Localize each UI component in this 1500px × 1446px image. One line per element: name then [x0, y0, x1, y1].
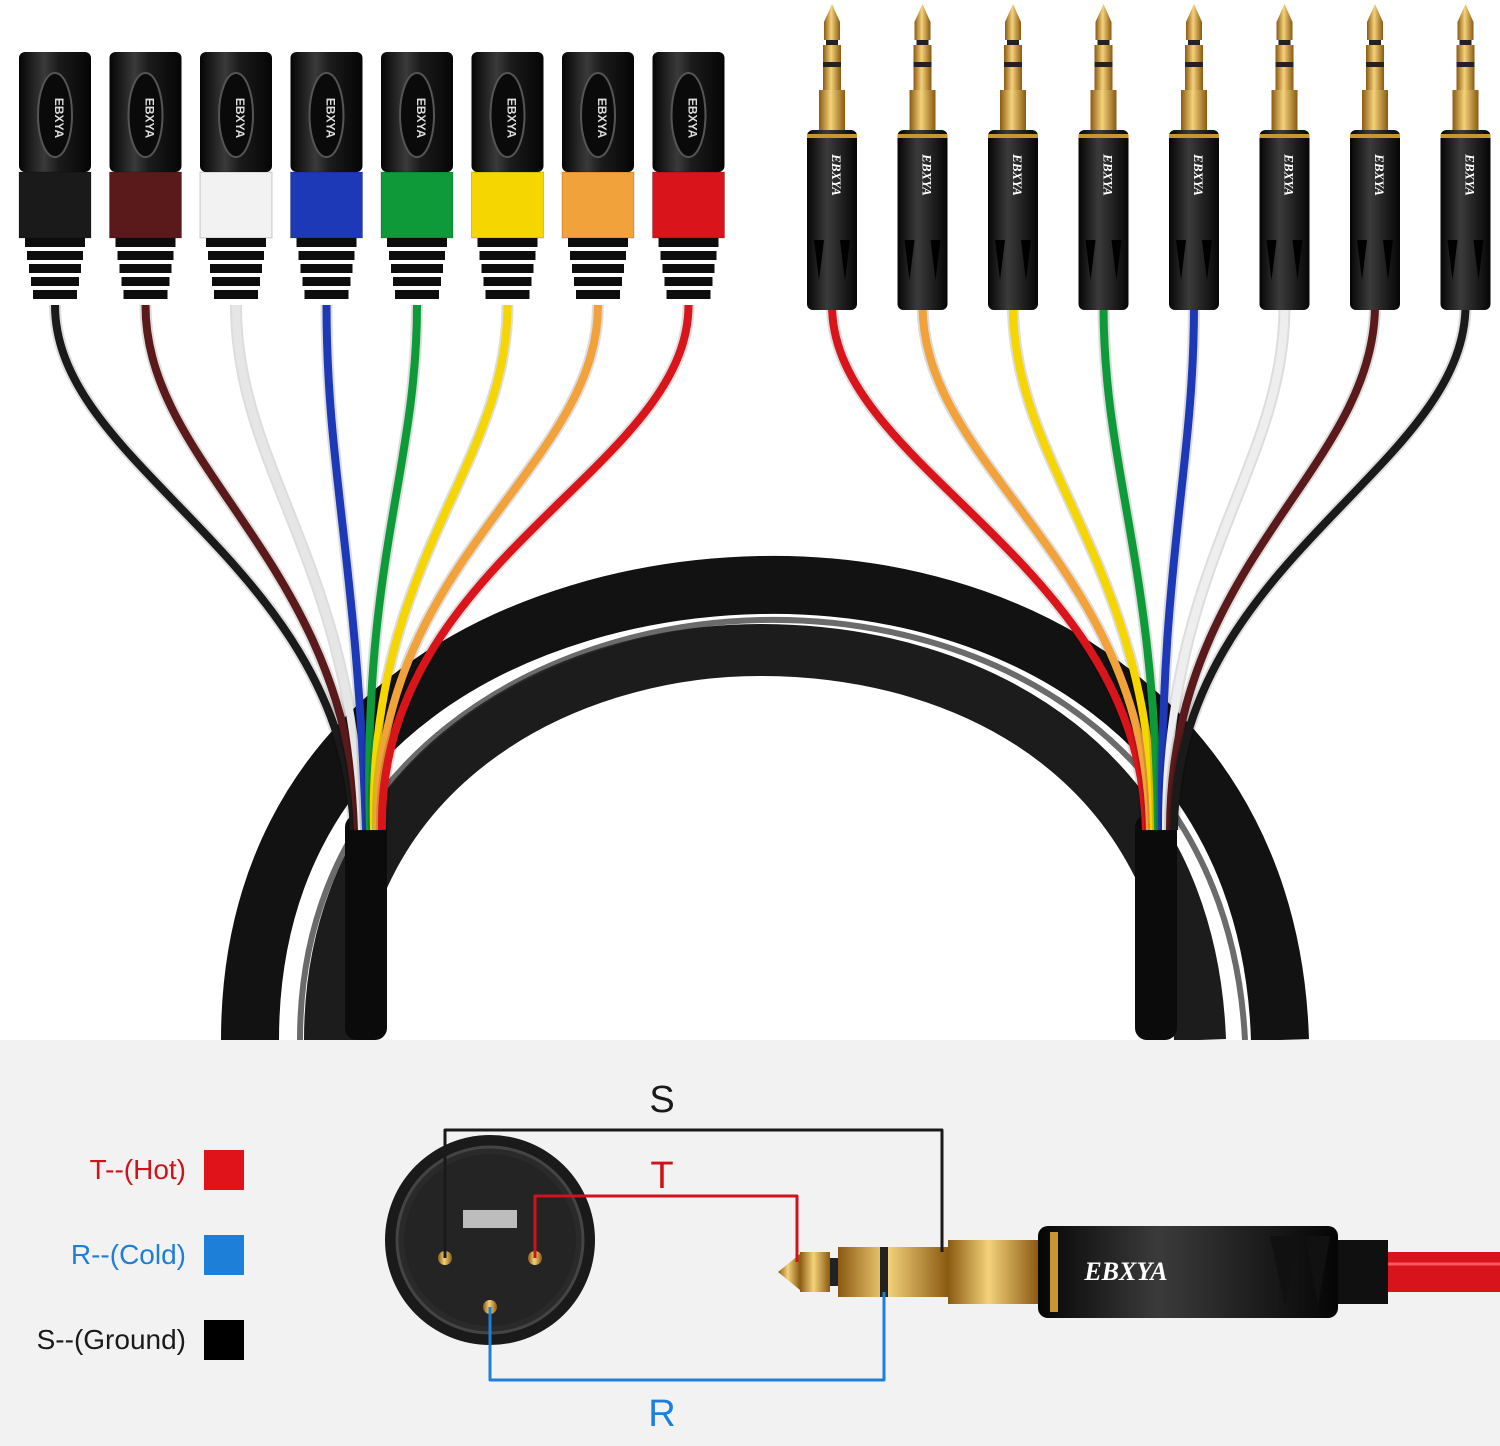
legend-ground-swatch — [204, 1320, 244, 1360]
xlr-wire — [365, 304, 421, 831]
legend-hot-swatch — [204, 1150, 244, 1190]
xlr-color-band — [290, 171, 363, 239]
trs-wire — [1170, 304, 1470, 831]
xlr-color-band — [199, 171, 273, 239]
wiring-diagram-panel: T--(Hot) R--(Cold) S--(Ground) — [0, 1040, 1500, 1446]
xlr-connector-row: EBXYA EBXYA EBXYA EBXYA EBXYA EBXYA EBXYA EBXYA — [18, 52, 725, 299]
trs-connector: EBXYA — [988, 4, 1038, 310]
cable-loop-outer — [221, 555, 1309, 1040]
legend-cold-swatch — [204, 1235, 244, 1275]
trs-brand-text: EBXYA — [920, 153, 935, 196]
trs-wire — [828, 304, 1150, 831]
trs-brand-text: EBXYA — [1463, 153, 1478, 196]
legend-cold-label: R--(Cold) — [70, 1239, 186, 1270]
xlr-connector: EBXYA — [199, 52, 273, 299]
xlr-brand-text: EBXYA — [143, 98, 157, 139]
trs-wire — [1099, 304, 1162, 831]
legend-row-ground: S--(Ground) — [0, 1320, 250, 1360]
cable-loop-inner — [304, 623, 1226, 1040]
ring-label: R — [648, 1393, 675, 1435]
xlr-wire — [369, 304, 512, 831]
trs-connector: EBXYA — [807, 4, 857, 310]
left-breakout-sleeve — [345, 815, 387, 1040]
xlr-brand-text: EBXYA — [505, 98, 519, 139]
trs-brand-text: EBXYA — [1372, 153, 1387, 196]
trs-connector-row: EBXYA EBXYA EBXYA EBXYA EBXYA EBXYA EBXYA EBXYA — [807, 4, 1491, 310]
pinout-diagram: EBXYA S T R — [385, 1079, 1500, 1435]
xlr-wire — [51, 304, 358, 831]
trs-connector: EBXYA — [1078, 4, 1129, 310]
trs-brand-text: EBXYA — [1282, 153, 1297, 196]
xlr-color-band — [561, 171, 635, 239]
trs-plug-illustration: EBXYA — [778, 1226, 1500, 1318]
xlr-brand-text: EBXYA — [686, 98, 700, 139]
legend-ground-label: S--(Ground) — [36, 1324, 186, 1355]
legend-hot-label: T--(Hot) — [89, 1154, 186, 1185]
xlr-color-band — [471, 171, 544, 239]
xlr-connector: EBXYA — [290, 52, 363, 299]
trs-fanout-wires — [826, 304, 1472, 831]
xlr-connector: EBXYA — [471, 52, 544, 299]
trs-connector: EBXYA — [1169, 4, 1219, 310]
trs-connector: EBXYA — [1350, 4, 1400, 310]
trs-connector: EBXYA — [1440, 4, 1491, 310]
xlr-brand-text: EBXYA — [324, 98, 338, 139]
tip-wire — [533, 1194, 799, 1262]
xlr-brand-text: EBXYA — [414, 98, 428, 139]
xlr-connector: EBXYA — [109, 52, 182, 299]
legend-row-cold: R--(Cold) — [0, 1235, 250, 1275]
xlr-connector: EBXYA — [561, 52, 635, 299]
trs-wire — [918, 304, 1154, 831]
xlr-wire — [377, 304, 693, 831]
right-breakout-sleeve — [1135, 815, 1177, 1040]
trs-connector: EBXYA — [1259, 4, 1310, 310]
trs-plug-brand: EBXYA — [1083, 1257, 1167, 1286]
sleeve-wire — [443, 1128, 944, 1258]
xlr-connector: EBXYA — [652, 52, 725, 299]
tip-label: T — [650, 1155, 673, 1197]
ring-wire — [488, 1292, 886, 1382]
trs-wire-shadow — [1168, 304, 1472, 831]
legend-row-hot: T--(Hot) — [0, 1150, 250, 1190]
trs-wire — [1161, 304, 1289, 831]
xlr-brand-text: EBXYA — [52, 98, 66, 139]
xlr-brand-text: EBXYA — [233, 98, 247, 139]
xlr-connector: EBXYA — [18, 52, 92, 299]
trs-wire — [1166, 304, 1379, 831]
xlr-wire — [232, 304, 366, 831]
xlr-latch-slot — [463, 1210, 517, 1228]
xlr-brand-text: EBXYA — [595, 98, 609, 139]
xlr-connector: EBXYA — [380, 52, 454, 299]
xlr-wire — [322, 304, 370, 831]
xlr-color-band — [380, 171, 454, 239]
trs-connector: EBXYA — [897, 4, 948, 310]
trs-brand-text: EBXYA — [1101, 153, 1116, 196]
xlr-wire — [373, 304, 602, 831]
trs-wire — [1157, 304, 1198, 831]
sleeve-label: S — [649, 1079, 674, 1121]
xlr-color-band — [18, 171, 92, 239]
trs-wire — [1009, 304, 1158, 831]
xlr-color-band — [109, 171, 182, 239]
trs-brand-text: EBXYA — [1010, 153, 1025, 196]
trs-brand-text: EBXYA — [829, 153, 844, 196]
xlr-color-band — [652, 171, 725, 239]
xlr-wire — [141, 304, 362, 831]
trs-brand-text: EBXYA — [1191, 153, 1206, 196]
xlr-fanout-wires — [49, 304, 695, 831]
